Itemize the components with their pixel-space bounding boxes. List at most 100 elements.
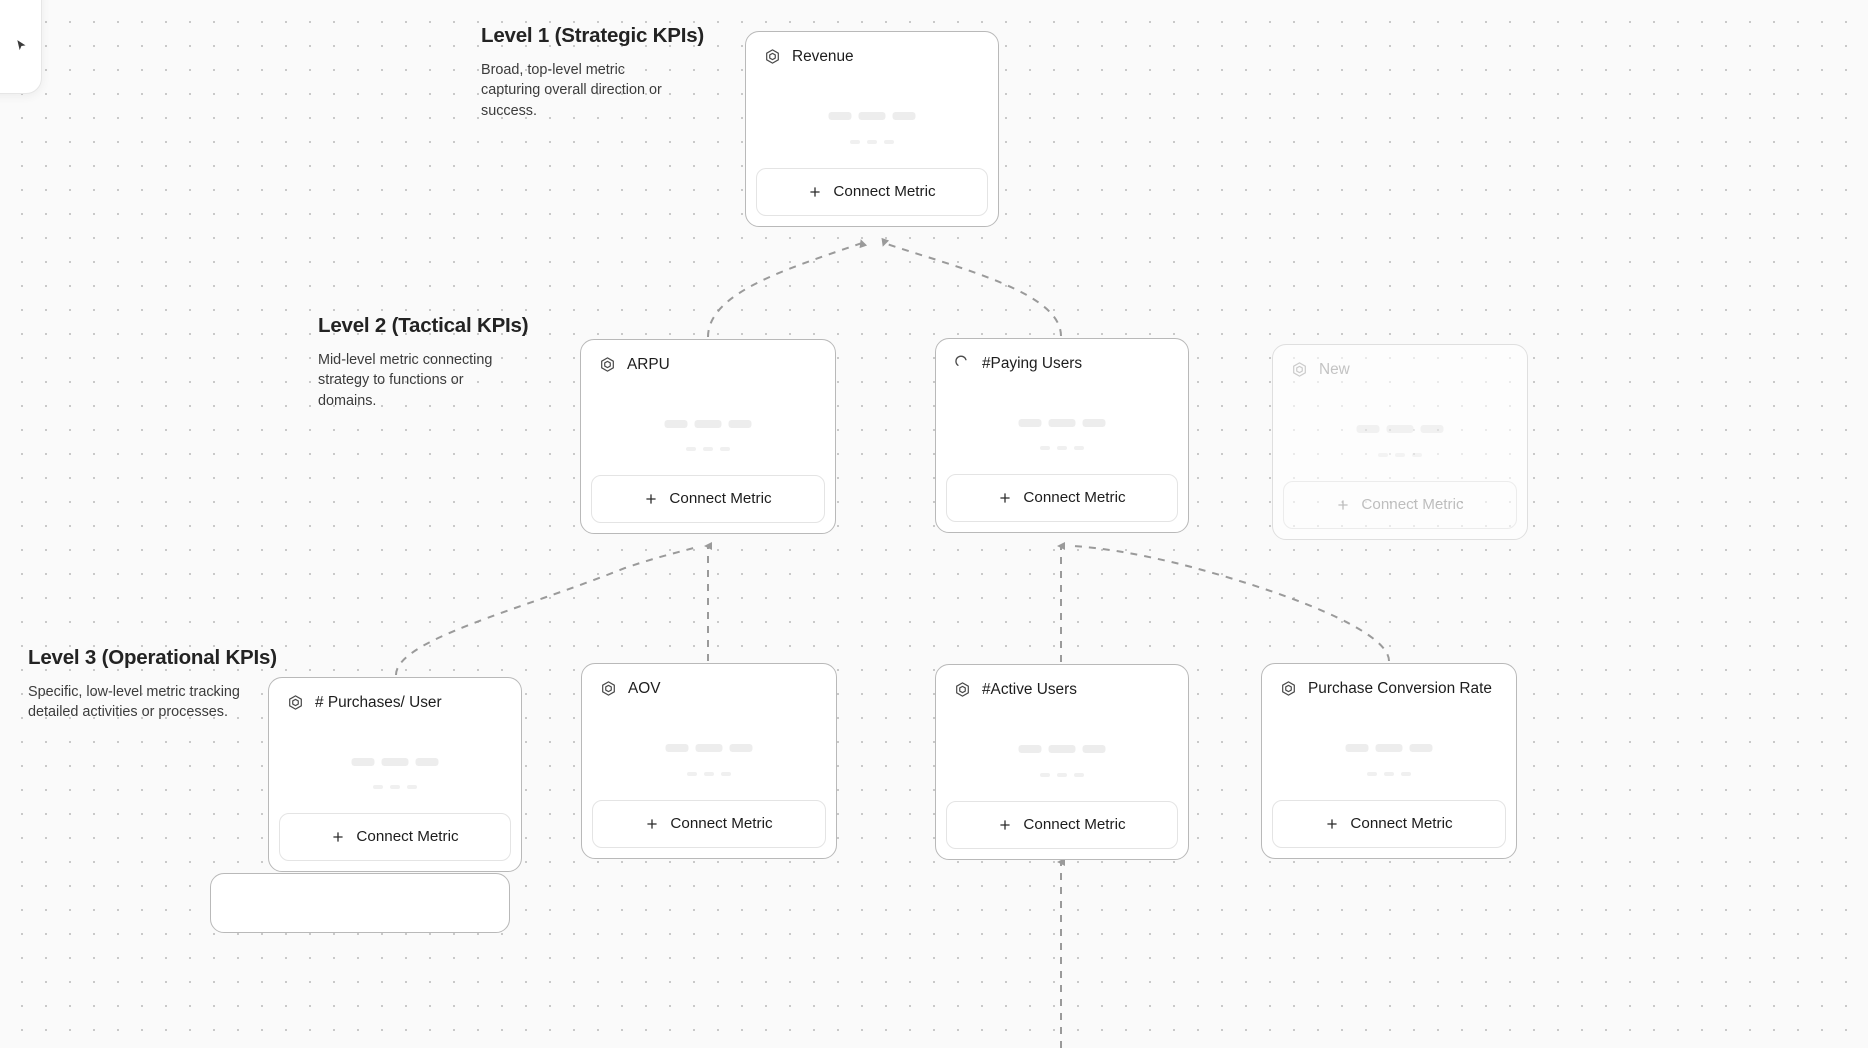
connect-metric-button[interactable]: Connect Metric <box>1283 481 1517 529</box>
skeleton-bar <box>390 785 400 790</box>
card-skeleton-body <box>1273 378 1527 481</box>
connect-metric-button[interactable]: Connect Metric <box>946 801 1178 849</box>
level-2-description: Mid-level metric connecting strategy to … <box>318 351 493 410</box>
plus-icon <box>1327 819 1338 829</box>
level-1-title: Level 1 (Strategic KPIs) <box>481 24 705 47</box>
edge-purchases-arpu <box>395 546 698 676</box>
skeleton-bar <box>694 419 722 428</box>
level-1-description: Broad, top-level metric capturing overal… <box>481 61 662 120</box>
skeleton-bar <box>704 772 714 777</box>
skeleton-bar <box>728 419 752 428</box>
card-title: Purchase Conversion Rate <box>1308 679 1492 697</box>
skeleton-bar <box>1395 453 1405 458</box>
skeleton-row-primary <box>351 757 439 766</box>
level-3-description: Specific, low-level metric tracking deta… <box>28 683 240 721</box>
skeleton-bar <box>381 757 409 766</box>
connect-metric-label: Connect Metric <box>833 183 936 201</box>
connect-metric-button[interactable]: Connect Metric <box>592 800 826 848</box>
skeleton-bar <box>1386 425 1414 434</box>
plus-icon <box>810 187 821 197</box>
skeleton-bar <box>884 140 894 145</box>
skeleton-row-primary <box>1018 418 1106 427</box>
metric-card-partial-offscreen[interactable] <box>210 873 510 933</box>
hexagon-target-icon <box>1293 362 1306 377</box>
skeleton-bar <box>729 744 753 753</box>
hexagon-target-icon <box>602 681 615 696</box>
skeleton-bar <box>1048 745 1076 754</box>
connect-metric-button[interactable]: Connect Metric <box>946 474 1178 522</box>
level-2-title: Level 2 (Tactical KPIs) <box>318 314 529 337</box>
metric-card-revenue[interactable]: Revenue Connect Metric <box>745 31 999 227</box>
plus-icon <box>1338 500 1349 510</box>
skeleton-bar <box>1057 773 1067 778</box>
connect-metric-button[interactable]: Connect Metric <box>279 813 511 861</box>
skeleton-bar <box>858 112 886 121</box>
level-label-1: Level 1 (Strategic KPIs) Broad, top-leve… <box>481 24 704 122</box>
skeleton-bar <box>1040 773 1050 778</box>
card-title: #Paying Users <box>982 354 1083 372</box>
hexagon-target-icon <box>601 357 614 372</box>
connect-metric-button[interactable]: Connect Metric <box>1272 800 1506 848</box>
card-header: #Paying Users <box>936 339 1188 372</box>
edge-arpu-revenue <box>707 239 868 338</box>
skeleton-bar <box>1040 446 1050 451</box>
card-header: New <box>1273 345 1527 378</box>
metric-card-arpu[interactable]: ARPU Connect Metric <box>580 339 836 534</box>
hexagon-target-icon <box>1282 681 1295 696</box>
hexagon-target-icon <box>956 682 969 697</box>
skeleton-row-secondary <box>1040 446 1084 451</box>
edge-pcr-paying <box>1073 545 1390 662</box>
skeleton-bar <box>664 419 688 428</box>
skeleton-bar <box>1082 745 1106 754</box>
hexagon-target-icon <box>766 49 779 64</box>
metric-card-aov[interactable]: AOV Connect Metric <box>581 663 837 859</box>
skeleton-bar <box>1048 418 1076 427</box>
connect-metric-label: Connect Metric <box>356 828 459 846</box>
level-label-3: Level 3 (Operational KPIs) Specific, low… <box>28 646 277 723</box>
card-title: Revenue <box>792 47 854 65</box>
metric-card-active-users[interactable]: #Active Users Connect Metric <box>935 664 1189 860</box>
metric-card-purchase-conversion-rate[interactable]: Purchase Conversion Rate Connect Metric <box>1261 663 1517 859</box>
skeleton-bar <box>1082 418 1106 427</box>
skeleton-bar <box>1074 446 1084 451</box>
card-header: AOV <box>582 664 836 697</box>
connect-metric-label: Connect Metric <box>1350 815 1453 833</box>
loading-spinner-icon <box>955 355 967 366</box>
connect-metric-label: Connect Metric <box>669 490 772 508</box>
skeleton-bar <box>1384 772 1394 777</box>
card-title: New <box>1319 360 1350 378</box>
metric-card-new[interactable]: New Connect Metric <box>1272 344 1528 540</box>
level-label-2: Level 2 (Tactical KPIs) Mid-level metric… <box>318 314 529 412</box>
connect-metric-button[interactable]: Connect Metric <box>756 168 988 216</box>
skeleton-bar <box>1345 744 1369 753</box>
skeleton-bar <box>415 757 439 766</box>
card-header: Purchase Conversion Rate <box>1262 664 1516 697</box>
skeleton-bar <box>1412 453 1422 458</box>
floating-toolbar-panel[interactable] <box>0 0 42 94</box>
skeleton-row-secondary <box>686 447 730 452</box>
skeleton-bar <box>703 447 713 452</box>
card-title: #Active Users <box>982 680 1077 698</box>
metric-card-purchases-per-user[interactable]: # Purchases/ User Connect Metric <box>268 677 522 872</box>
skeleton-row-secondary <box>850 140 894 145</box>
skeleton-bar <box>1074 773 1084 778</box>
skeleton-bar <box>686 447 696 452</box>
card-title: AOV <box>628 679 661 697</box>
skeleton-bar <box>867 140 877 145</box>
skeleton-bar <box>687 772 697 777</box>
connect-metric-button[interactable]: Connect Metric <box>591 475 825 523</box>
card-title: # Purchases/ User <box>315 693 442 711</box>
plus-icon <box>1000 493 1011 503</box>
skeleton-bar <box>720 447 730 452</box>
plus-icon <box>646 494 657 504</box>
metric-card-paying-users[interactable]: #Paying Users Connect Metric <box>935 338 1189 533</box>
skeleton-bar <box>351 757 375 766</box>
card-skeleton-body <box>581 373 835 475</box>
connect-metric-label: Connect Metric <box>1361 496 1464 514</box>
skeleton-row-primary <box>665 744 753 753</box>
skeleton-row-primary <box>828 112 916 121</box>
skeleton-bar <box>1018 418 1042 427</box>
card-header: Revenue <box>746 32 998 65</box>
skeleton-bar <box>1409 744 1433 753</box>
